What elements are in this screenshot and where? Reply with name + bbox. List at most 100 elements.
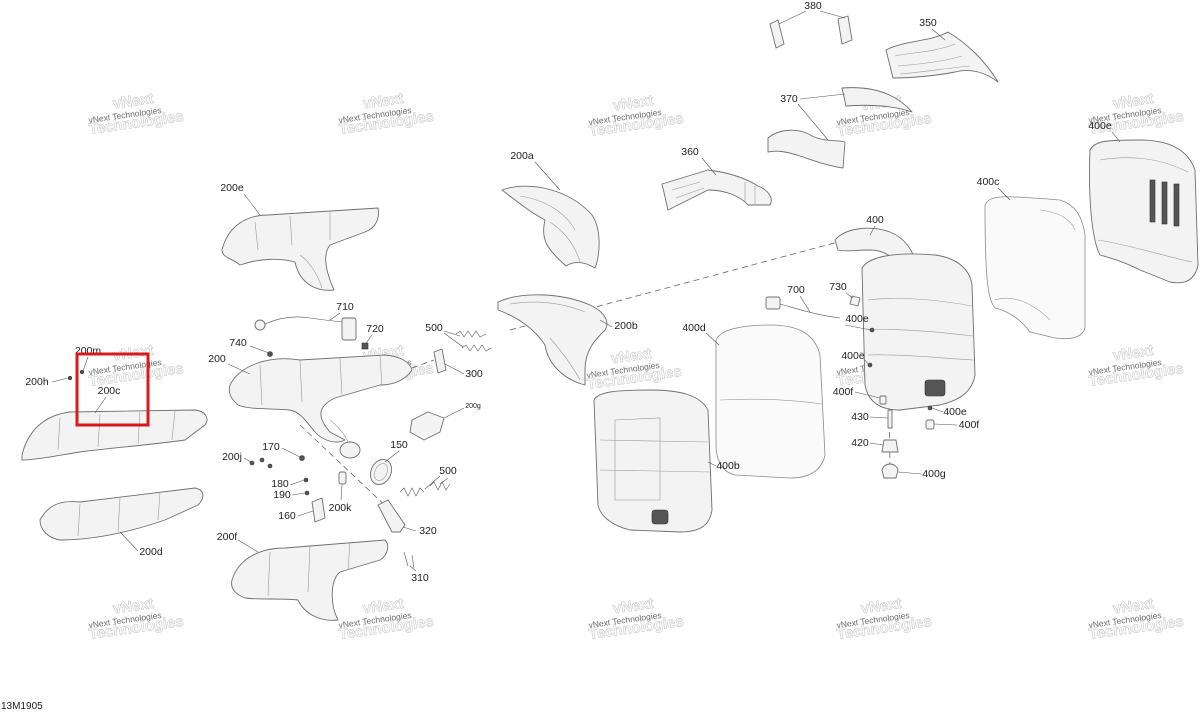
callout-200: 200 (208, 353, 226, 365)
part-200d-shield (39, 487, 204, 541)
part-370-lower (767, 129, 846, 169)
part-170-bolt (299, 455, 305, 461)
callout-200k: 200k (329, 502, 353, 514)
callout-500: 500 (439, 465, 457, 477)
leader-190 (291, 492, 306, 496)
callout-430: 430 (851, 411, 869, 423)
part-400f-grommet-left (879, 395, 887, 405)
part-400-muffler (861, 253, 976, 411)
part-200b-detail (509, 301, 586, 381)
callout-400: 400 (866, 214, 884, 226)
callout-400b: 400b (716, 460, 740, 472)
leader-350 (931, 28, 946, 41)
part-500-spring-3 (399, 487, 425, 497)
callout-740: 740 (229, 337, 247, 349)
part-400b-detail (599, 417, 711, 501)
part-400e-fastener-2 (867, 362, 873, 368)
leader-400e-mid-1 (844, 324, 872, 331)
part-200f-detail (267, 541, 351, 597)
part-400b-housing (593, 389, 713, 533)
callout-190: 190 (273, 489, 291, 501)
callout-150: 150 (390, 439, 408, 451)
part-200m-fastener (79, 369, 85, 375)
callout-200g: 200g (465, 403, 481, 410)
leader-710 (329, 312, 341, 321)
part-400e-cover (1089, 139, 1199, 284)
assembly-line-coupler (411, 359, 435, 369)
part-430-stud (887, 409, 893, 429)
leader-740 (249, 345, 270, 354)
callout-710: 710 (336, 301, 354, 313)
callout-200a: 200a (510, 150, 534, 162)
callout-400c: 400c (977, 176, 1000, 188)
part-200e-detail (254, 212, 331, 289)
leader-700 (799, 295, 811, 313)
part-700-connector (765, 296, 781, 310)
leader-380 (778, 10, 846, 25)
part-200j-bolt-3 (267, 463, 273, 469)
callout-200c: 200c (98, 385, 121, 397)
part-200h-fastener (67, 375, 73, 381)
callout-370: 370 (780, 93, 798, 105)
part-200d-detail (77, 491, 161, 537)
part-740-fastener (267, 351, 273, 357)
part-400f-grommet-right (925, 419, 935, 430)
part-380-strip-left (769, 19, 785, 49)
watermark-stamp-line1: vNext (1112, 595, 1155, 618)
watermark-stamp-line1: vNext (860, 595, 903, 618)
part-400d-detail (719, 398, 823, 405)
leader-400g (897, 471, 923, 475)
part-310-bolts (403, 551, 415, 569)
part-500-spring-1 (455, 330, 487, 338)
watermark-stamp-line1: vNext (112, 595, 155, 618)
callout-400e: 400e (943, 406, 967, 418)
leader-200k (340, 484, 343, 501)
leader-500-top (443, 330, 464, 348)
callout-730: 730 (829, 281, 847, 293)
leader-200f (237, 539, 259, 553)
callout-200j: 200j (222, 451, 242, 463)
callout-360: 360 (681, 146, 699, 158)
leader-370 (797, 93, 846, 141)
watermark-stamp-line1: vNext (112, 90, 155, 113)
part-400g-mount (881, 463, 899, 479)
watermark-stamp-line1: vNext (1112, 90, 1155, 113)
callout-200h: 200h (25, 376, 49, 388)
callout-200e: 200e (220, 182, 244, 194)
leader-400e-right (931, 407, 944, 413)
part-400c-detail (994, 209, 1076, 321)
part-200k-spacer (338, 471, 347, 485)
part-360-pipe-sleeve (661, 169, 772, 211)
leader-400e-top (1111, 131, 1121, 143)
leader-310 (409, 565, 417, 572)
part-200j-bolt-2 (259, 457, 265, 463)
leader-430 (869, 416, 889, 419)
part-400d-panel (715, 324, 826, 479)
callout-400f: 400f (959, 419, 980, 431)
watermark-stamp-line1: vNext (612, 92, 655, 115)
callout-500: 500 (425, 322, 443, 334)
watermark-stamp-line1: vNext (610, 345, 653, 368)
part-180-washer (303, 477, 309, 483)
callout-310: 310 (411, 572, 429, 584)
leader-200h (51, 377, 69, 383)
leader-150 (384, 450, 400, 463)
callout-160: 160 (278, 510, 296, 522)
part-300-coupler (433, 348, 447, 374)
leader-720 (365, 334, 373, 344)
leader-200 (227, 363, 251, 375)
callout-180: 180 (271, 478, 289, 490)
leader-300 (444, 363, 465, 375)
part-360-detail (671, 181, 756, 204)
leader-200g (443, 407, 465, 419)
part-500-spring-4 (429, 481, 451, 491)
part-700-cable (779, 303, 841, 319)
part-200b-pipe (497, 294, 608, 386)
